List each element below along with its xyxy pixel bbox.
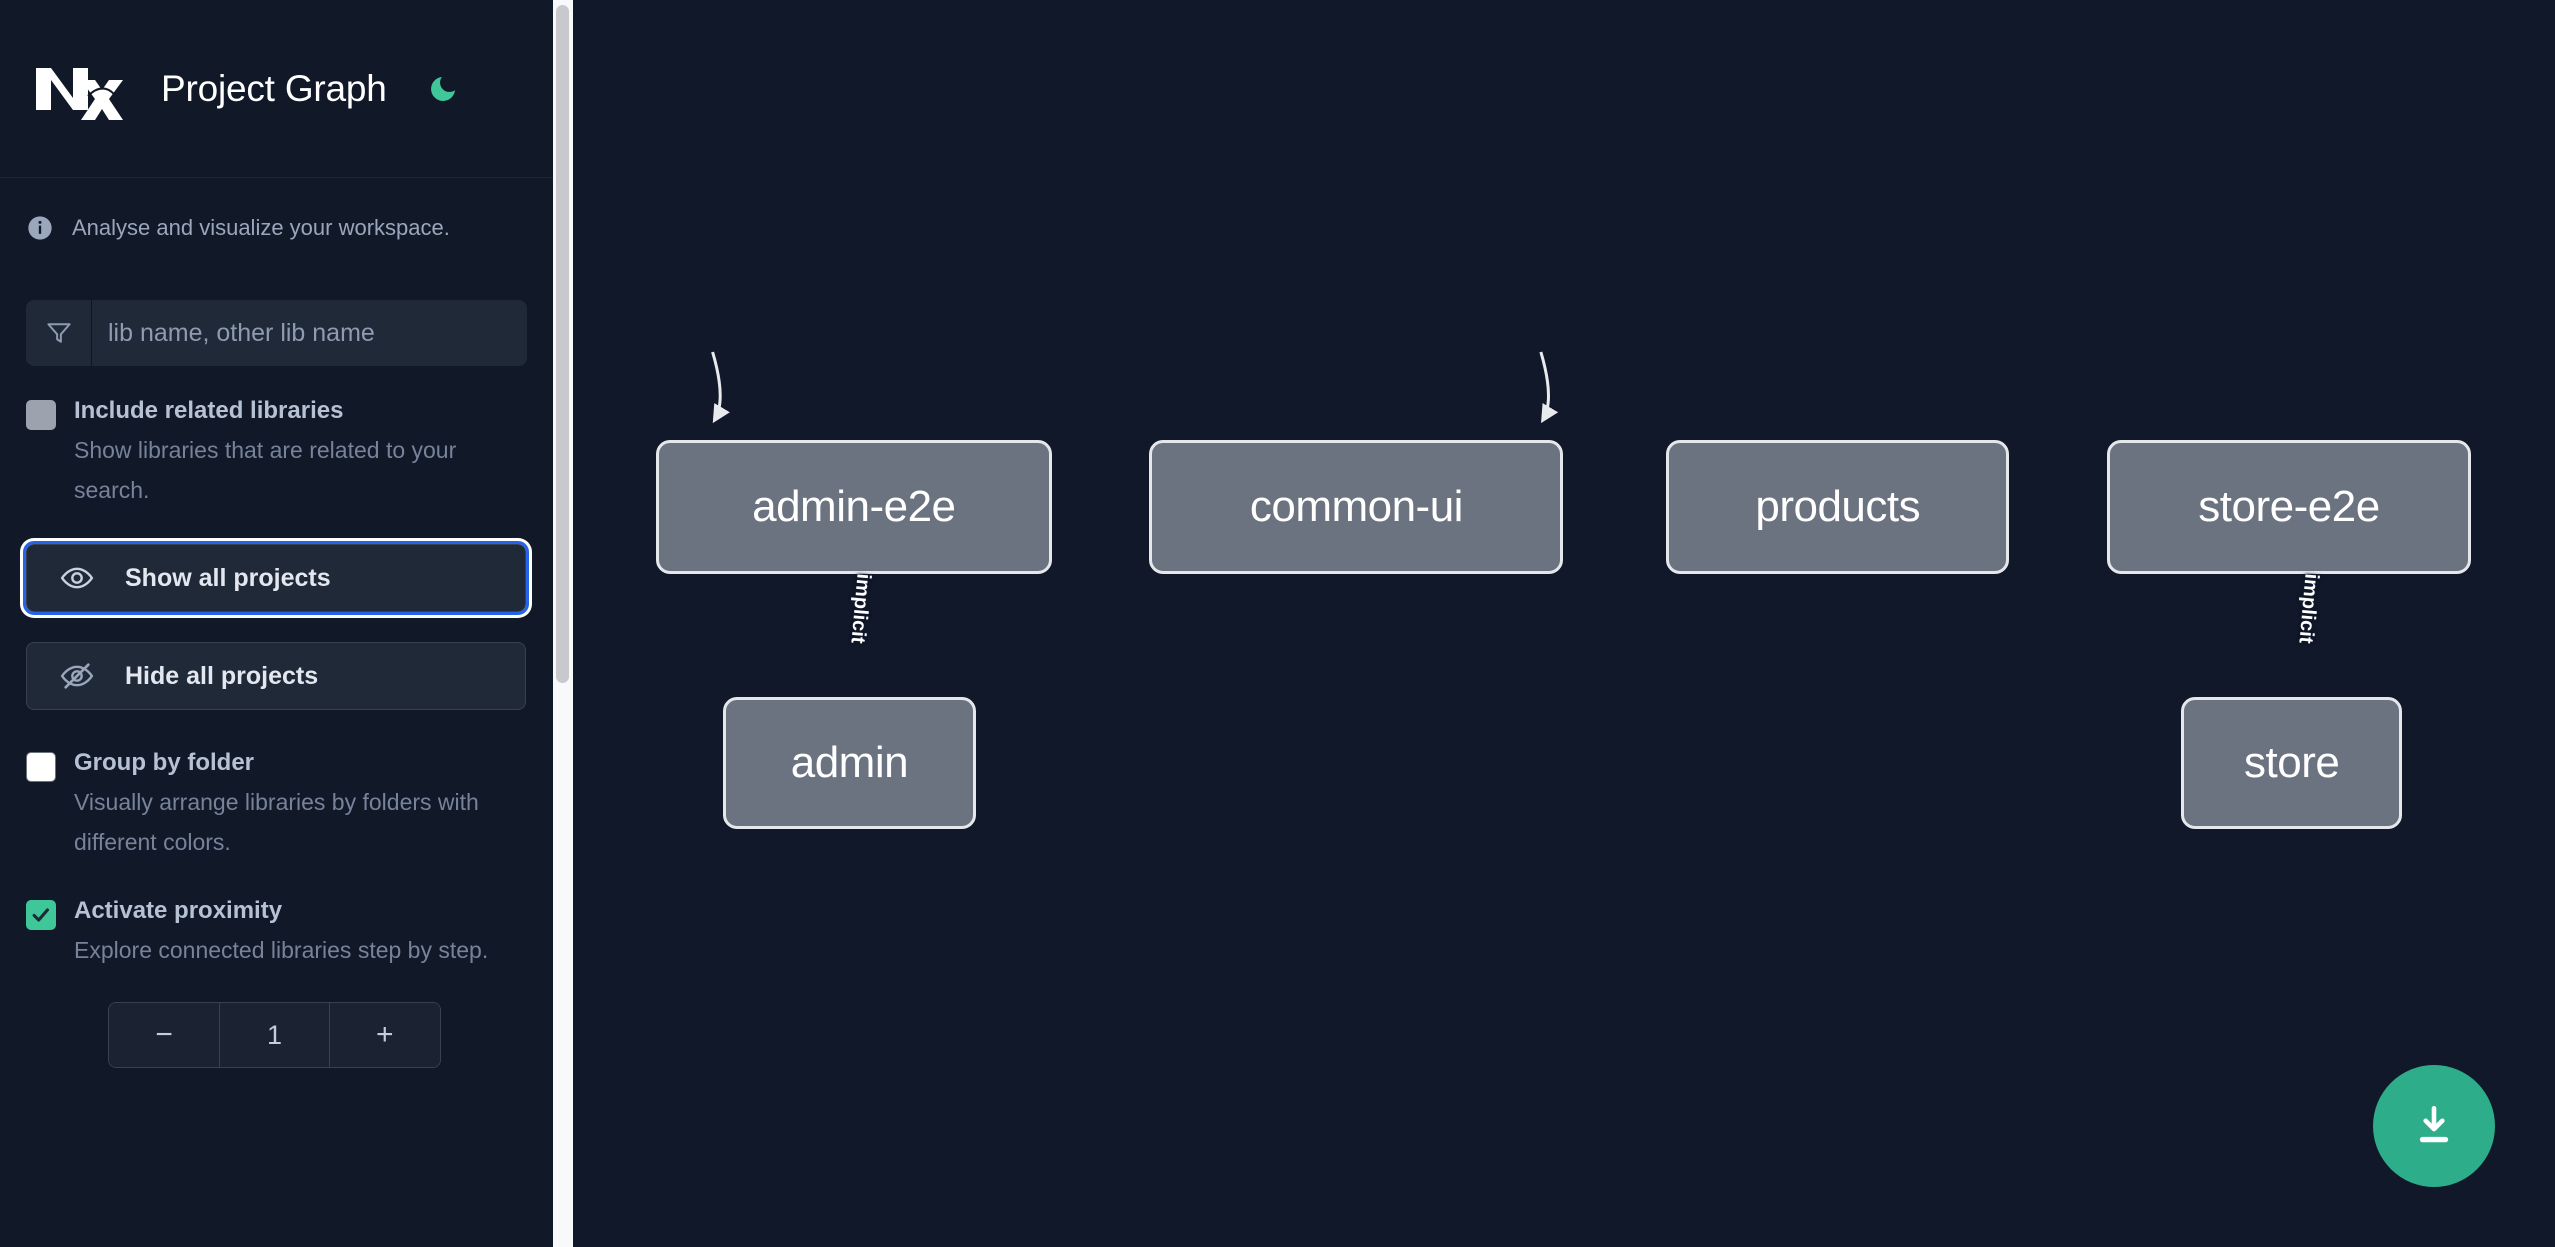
show-all-projects-label: Show all projects	[125, 563, 331, 592]
page-title: Project Graph	[161, 67, 387, 109]
info-banner: Analyse and visualize your workspace.	[0, 178, 553, 278]
graph-node-label: products	[1755, 481, 1921, 531]
edge-store-e2e-to-store	[1539, 351, 1559, 424]
graph-node-label: admin-e2e	[752, 481, 956, 531]
download-graph-button[interactable]	[2373, 1065, 2495, 1187]
hide-all-projects-button[interactable]: Hide all projects	[26, 642, 526, 710]
info-text: Analyse and visualize your workspace.	[72, 215, 450, 240]
include-related-libraries-checkbox[interactable]	[26, 400, 56, 430]
sidebar-scrollbar[interactable]	[553, 0, 573, 1247]
graph-canvas[interactable]: admin-e2e common-ui products store-e2e admin…	[553, 0, 2555, 1247]
graph-node-admin[interactable]: admin	[722, 697, 976, 829]
info-icon	[26, 214, 54, 242]
eye-off-icon	[57, 656, 97, 696]
graph-node-products[interactable]: products	[1666, 439, 2010, 575]
edge-label-store-e2e__store: implicit	[2294, 572, 2323, 645]
graph-node-store[interactable]: store	[2181, 697, 2403, 829]
search-field[interactable]	[26, 300, 527, 366]
nx-logo-icon	[26, 58, 124, 120]
search-input[interactable]	[92, 300, 527, 366]
include-related-libraries-description: Show libraries that are related to your …	[74, 437, 457, 503]
activate-proximity-checkbox[interactable]	[26, 900, 56, 930]
graph-node-label: store	[2244, 737, 2340, 787]
option-group-by-folder[interactable]: Group by folder Visually arrange librari…	[26, 748, 527, 862]
graph-node-label: admin	[790, 737, 909, 787]
sidebar-header: Project Graph	[0, 0, 553, 178]
include-related-libraries-label: Include related libraries	[74, 397, 344, 424]
hide-all-projects-label: Hide all projects	[125, 661, 319, 690]
sidebar-scrollbar-thumb[interactable]	[556, 5, 569, 683]
group-by-folder-checkbox[interactable]	[26, 752, 56, 782]
option-include-related-libraries[interactable]: Include related libraries Show libraries…	[26, 396, 527, 510]
proximity-decrement-button[interactable]: −	[109, 1003, 220, 1067]
activate-proximity-description: Explore connected libraries step by step…	[74, 937, 489, 963]
moon-icon[interactable]	[423, 69, 463, 109]
proximity-value: 1	[219, 1003, 330, 1067]
edge-label-admin-e2e__admin: implicit	[846, 572, 875, 645]
graph-node-label: store-e2e	[2198, 481, 2380, 531]
proximity-increment-button[interactable]: +	[329, 1003, 440, 1067]
edge-admin-e2e-to-admin	[711, 351, 730, 424]
group-by-folder-label: Group by folder	[74, 749, 254, 776]
filter-icon	[26, 300, 92, 366]
sidebar-body: Include related libraries Show libraries…	[0, 300, 553, 1068]
graph-node-common-ui[interactable]: common-ui	[1149, 439, 1564, 575]
graph-node-store-e2e[interactable]: store-e2e	[2106, 439, 2472, 575]
group-by-folder-description: Visually arrange libraries by folders wi…	[74, 789, 479, 855]
download-icon	[2419, 1106, 2449, 1143]
activate-proximity-label: Activate proximity	[74, 897, 283, 924]
eye-icon	[57, 558, 97, 598]
show-all-projects-button[interactable]: Show all projects	[23, 541, 529, 615]
graph-node-admin-e2e[interactable]: admin-e2e	[655, 439, 1053, 575]
graph-node-label: common-ui	[1249, 481, 1464, 531]
proximity-stepper[interactable]: − 1 +	[108, 1002, 441, 1068]
option-activate-proximity[interactable]: Activate proximity Explore connected lib…	[26, 896, 527, 970]
sidebar: Project Graph Analyse and visualize your…	[0, 0, 573, 1247]
